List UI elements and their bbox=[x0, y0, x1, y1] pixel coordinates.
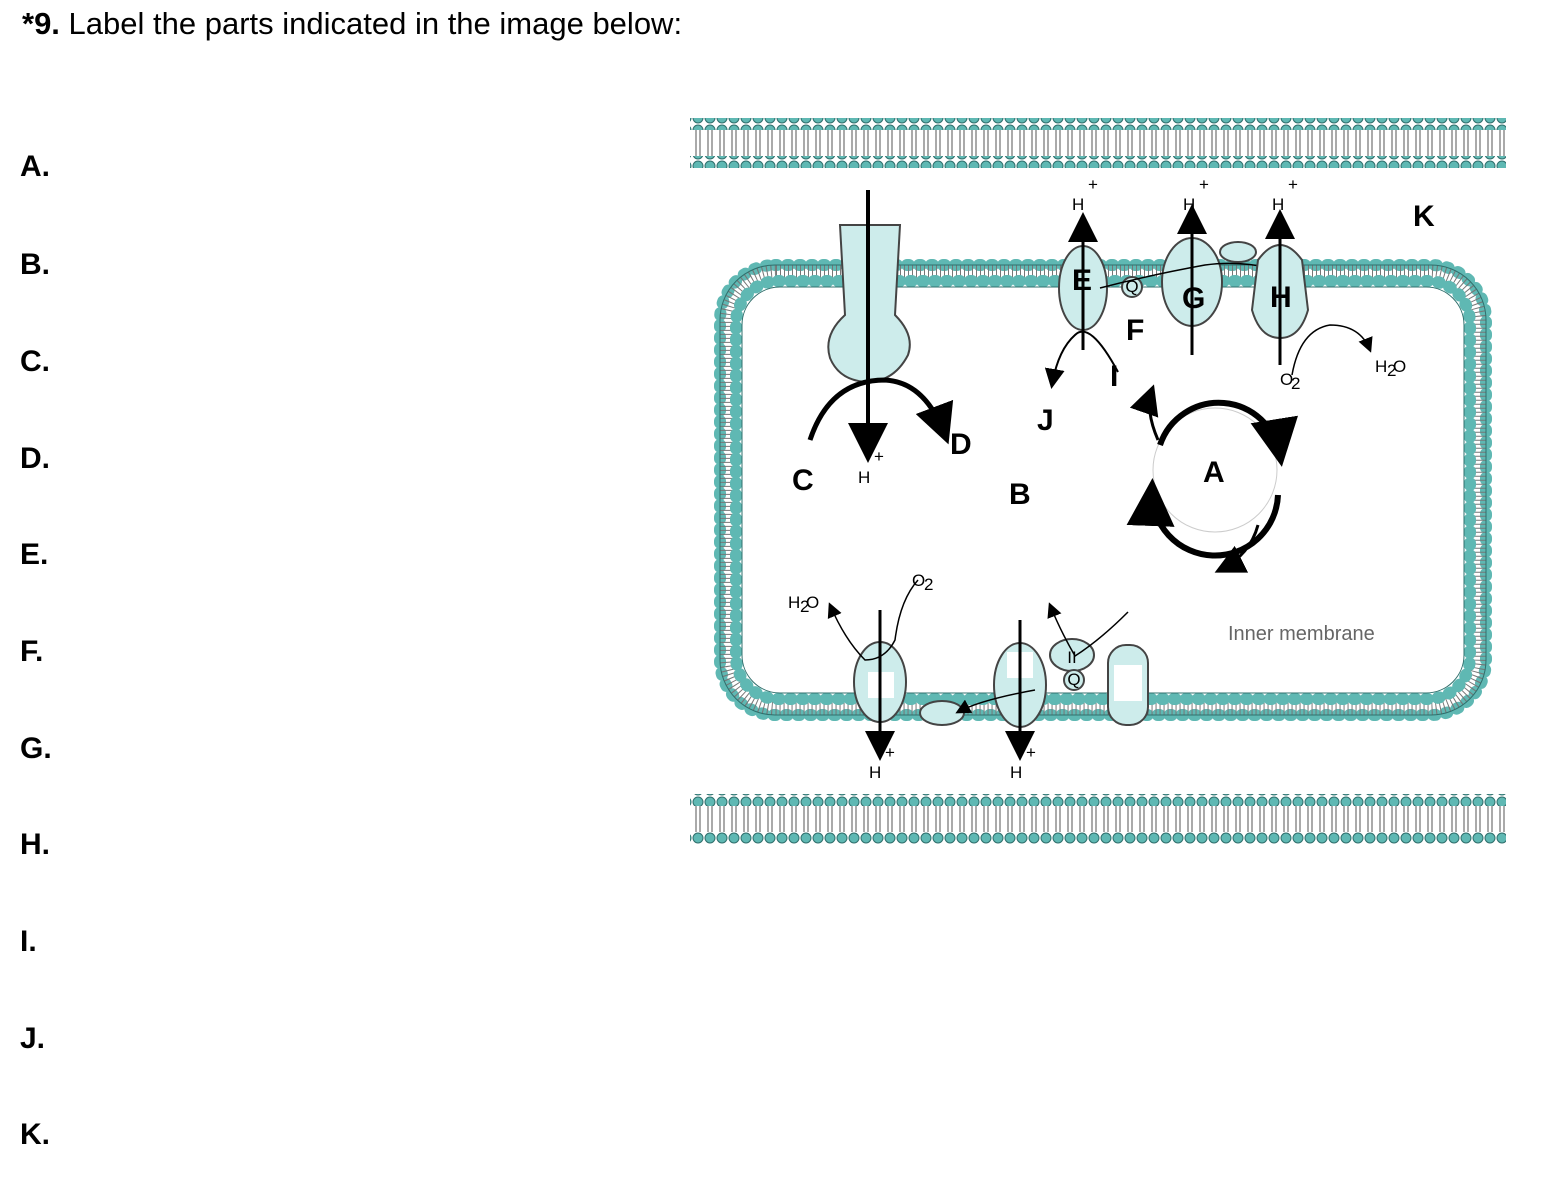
question-number: *9. bbox=[22, 6, 60, 41]
answer-blank[interactable] bbox=[70, 1018, 630, 1062]
label-D: D bbox=[950, 428, 972, 461]
h-plus-labels: H + H + H + H + H + H + bbox=[858, 175, 1298, 782]
q-label: Q bbox=[1125, 277, 1138, 296]
water-sub: 2 bbox=[800, 597, 809, 616]
answer-label: E. bbox=[20, 538, 49, 571]
label-J: J bbox=[1037, 404, 1054, 437]
complex-II-label: II bbox=[1067, 648, 1076, 667]
complex-I bbox=[1044, 212, 1119, 389]
q-label-bottom: Q bbox=[1067, 670, 1080, 689]
answer-blank[interactable] bbox=[70, 244, 630, 288]
plus-sign: + bbox=[1088, 175, 1098, 194]
label-F: F bbox=[1126, 314, 1144, 347]
answer-blank[interactable] bbox=[70, 921, 630, 965]
answer-label: I. bbox=[20, 925, 37, 958]
answer-label: A. bbox=[20, 150, 50, 183]
h-plus: H bbox=[1183, 195, 1195, 214]
water-h: H bbox=[788, 593, 800, 612]
label-B: B bbox=[1009, 478, 1031, 511]
answer-blank[interactable] bbox=[70, 631, 630, 675]
h-plus: H bbox=[858, 468, 870, 487]
answer-label: G. bbox=[20, 732, 52, 765]
answer-blank[interactable] bbox=[70, 534, 630, 578]
plus-sign: + bbox=[1199, 175, 1209, 194]
atp-synthase bbox=[807, 190, 954, 463]
label-H: H bbox=[1270, 281, 1292, 314]
question-heading: *9. Label the parts indicated in the ima… bbox=[22, 6, 682, 42]
water-sub: 2 bbox=[1387, 361, 1396, 380]
plus-sign: + bbox=[885, 743, 895, 762]
label-E: E bbox=[1072, 264, 1092, 297]
answer-label: C. bbox=[20, 345, 50, 378]
answer-label: F. bbox=[20, 635, 44, 668]
oxygen-labels: O 2 O 2 bbox=[912, 370, 1300, 594]
complex-IV bbox=[1250, 209, 1373, 376]
label-C: C bbox=[792, 464, 814, 497]
complex-III bbox=[1099, 204, 1283, 355]
answer-blank[interactable] bbox=[70, 728, 630, 772]
answer-label: B. bbox=[20, 248, 50, 281]
mitochondrion-diagram: Q II Q bbox=[690, 118, 1506, 844]
outer-membrane-bottom bbox=[690, 794, 1506, 844]
water-o: O bbox=[1393, 357, 1406, 376]
answer-label: K. bbox=[20, 1118, 50, 1151]
label-K: K bbox=[1413, 200, 1435, 233]
h-plus: H bbox=[1072, 195, 1084, 214]
h-plus: H bbox=[1010, 763, 1022, 782]
question-text: Label the parts indicated in the image b… bbox=[68, 6, 683, 41]
complex-IV-bottom bbox=[827, 579, 919, 761]
complex-III-bottom bbox=[955, 620, 1047, 761]
answer-blank[interactable] bbox=[70, 146, 630, 190]
answer-label: J. bbox=[20, 1022, 46, 1055]
inner-membrane-label: Inner membrane bbox=[1228, 623, 1375, 645]
plus-sign: + bbox=[1026, 743, 1036, 762]
label-A: A bbox=[1203, 456, 1225, 489]
answer-label: H. bbox=[20, 828, 50, 861]
complex-II-bottom: II Q bbox=[1047, 602, 1129, 691]
oxygen: O bbox=[912, 571, 925, 590]
label-G: G bbox=[1182, 282, 1205, 315]
answer-label: D. bbox=[20, 442, 50, 475]
oxygen-sub: 2 bbox=[924, 575, 933, 594]
outer-membrane-top bbox=[690, 118, 1506, 168]
h-plus: H bbox=[1272, 195, 1284, 214]
plus-sign: + bbox=[874, 447, 884, 466]
oxygen-sub: 2 bbox=[1291, 374, 1300, 393]
transport-protein-bottom bbox=[1107, 644, 1149, 726]
krebs-cycle bbox=[1126, 384, 1298, 573]
label-I: I bbox=[1110, 360, 1118, 393]
answer-blank[interactable] bbox=[70, 824, 630, 868]
answer-blank[interactable] bbox=[70, 1114, 630, 1158]
water-o: O bbox=[806, 593, 819, 612]
answer-blank[interactable] bbox=[70, 341, 630, 385]
plus-sign: + bbox=[1288, 175, 1298, 194]
h-plus: H bbox=[869, 763, 881, 782]
answer-blank[interactable] bbox=[70, 438, 630, 482]
oxygen: O bbox=[1280, 370, 1293, 389]
water-h: H bbox=[1375, 357, 1387, 376]
water-labels: H 2 O H 2 O bbox=[788, 357, 1406, 616]
diagram-labels: A B C D E F G H I J K H + H + H + H + H … bbox=[788, 175, 1435, 782]
